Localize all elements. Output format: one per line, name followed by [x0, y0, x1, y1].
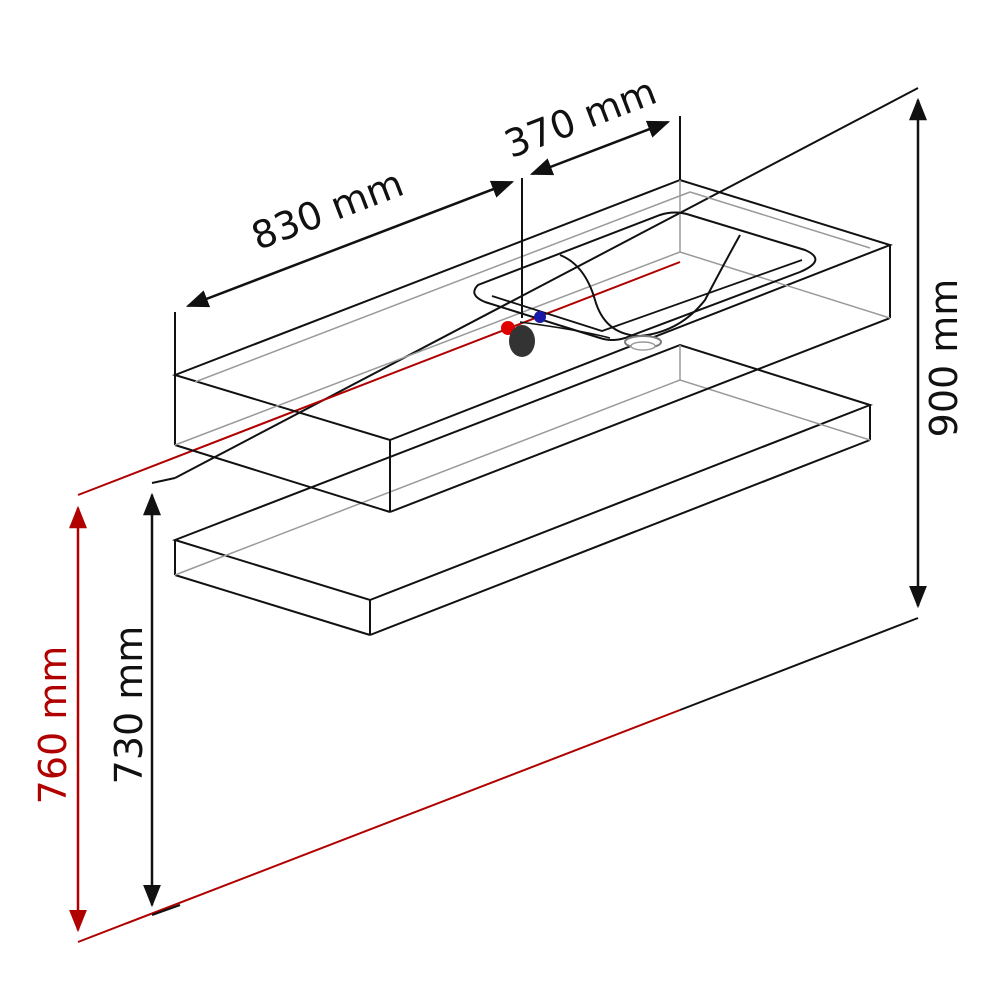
dimension-900-label: 900 mm	[922, 279, 966, 438]
sink-bowl	[473, 211, 817, 351]
bowl-interior-curve	[559, 234, 741, 338]
floor-tick	[151, 904, 181, 916]
dimension-730-label: 730 mm	[107, 626, 151, 785]
hot-water-tap-icon	[501, 321, 515, 335]
wall-tap-height-line	[77, 261, 681, 496]
floor-line-red	[77, 709, 681, 943]
dimension-370: 370 mm	[498, 69, 681, 180]
wall-reference-lines	[77, 87, 919, 943]
dimension-370-label: 370 mm	[498, 69, 662, 167]
dimension-760: 760 mm	[31, 505, 87, 933]
dimension-830-label: 830 mm	[245, 161, 409, 259]
dimension-830-arrow	[185, 180, 515, 308]
tap-knob-icon	[509, 325, 535, 357]
cold-water-tap-icon	[534, 311, 546, 323]
dimension-730: 730 mm	[107, 477, 176, 908]
dimension-370-arrow	[529, 120, 671, 176]
shelf-top-face	[171, 343, 874, 602]
dimension-900: 900 mm	[909, 97, 966, 609]
tap-connections	[501, 311, 546, 357]
dimension-760-label: 760 mm	[31, 646, 75, 805]
lower-shelf	[171, 343, 874, 636]
floor-line-black	[679, 617, 919, 711]
